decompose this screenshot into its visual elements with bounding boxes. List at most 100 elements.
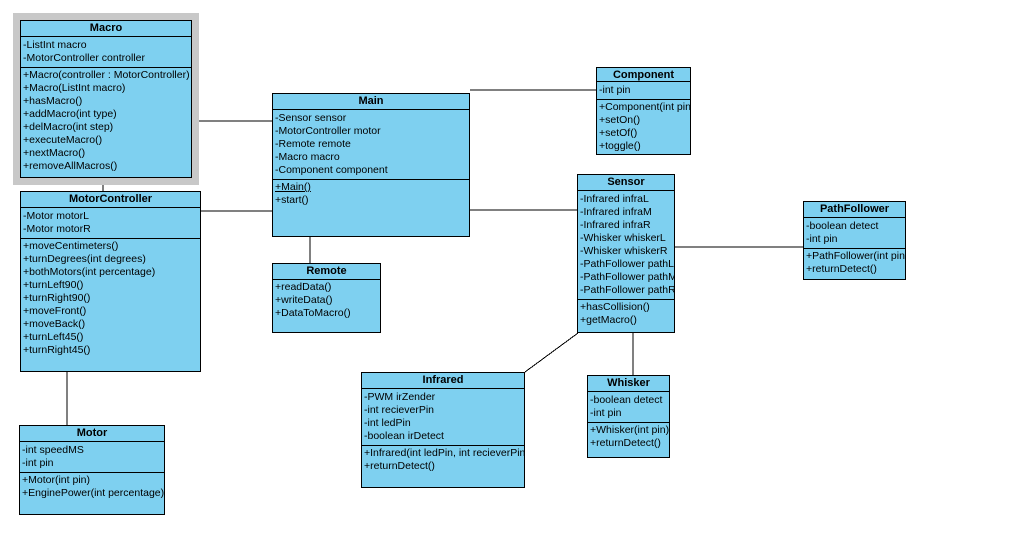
- method: +Component(int pin): [599, 101, 691, 113]
- class-motor-methods: +Motor(int pin) +EnginePower(int percent…: [20, 473, 164, 514]
- class-whisker-methods: +Whisker(int pin) +returnDetect(): [588, 423, 669, 457]
- class-sensor-title: Sensor: [578, 175, 674, 191]
- method: +setOf(): [599, 127, 638, 139]
- class-motorcontroller-attributes: -Motor motorL -Motor motorR: [21, 208, 200, 239]
- attribute: -Motor motorL: [23, 210, 89, 222]
- method: +hasCollision(): [580, 301, 650, 313]
- class-pathfollower-title: PathFollower: [804, 202, 905, 218]
- method: +returnDetect(): [364, 460, 435, 472]
- class-sensor-attributes: -Infrared infraL -Infrared infraM -Infra…: [578, 191, 674, 300]
- class-remote-methods: +readData() +writeData() +DataToMacro(): [273, 280, 380, 332]
- class-main-attributes: -Sensor sensor -MotorController motor -R…: [273, 110, 469, 180]
- method: +start(): [275, 194, 309, 206]
- class-remote-title: Remote: [273, 264, 380, 280]
- method: +DataToMacro(): [275, 307, 351, 319]
- method: +Infrared(int ledPin, int recieverPin): [364, 447, 525, 459]
- class-motor[interactable]: Motor -int speedMS -int pin +Motor(int p…: [19, 425, 165, 515]
- attribute: -MotorController motor: [275, 125, 381, 137]
- attribute: -PathFollower pathL: [580, 258, 674, 270]
- attribute: -Motor motorR: [23, 223, 91, 235]
- attribute: -Infrared infraM: [580, 206, 652, 218]
- class-macro[interactable]: Macro -ListInt macro -MotorController co…: [20, 20, 192, 178]
- class-macro-attributes: -ListInt macro -MotorController controll…: [21, 37, 191, 68]
- method: +returnDetect(): [806, 263, 877, 275]
- method: +Macro(controller : MotorController): [23, 69, 190, 81]
- method: +turnRight90(): [23, 292, 91, 304]
- class-infrared-methods: +Infrared(int ledPin, int recieverPin) +…: [362, 446, 524, 487]
- method: +toggle(): [599, 140, 641, 152]
- class-motorcontroller-title: MotorController: [21, 192, 200, 208]
- method: +hasMacro(): [23, 95, 83, 107]
- attribute: -Infrared infraR: [580, 219, 651, 231]
- attribute: -Infrared infraL: [580, 193, 649, 205]
- method: +removeAllMacros(): [23, 160, 118, 172]
- class-sensor-methods: +hasCollision() +getMacro(): [578, 300, 674, 332]
- class-infrared[interactable]: Infrared -PWM irZender -int recieverPin …: [361, 372, 525, 488]
- class-motorcontroller[interactable]: MotorController -Motor motorL -Motor mot…: [20, 191, 201, 372]
- method: +turnLeft90(): [23, 279, 84, 291]
- class-component-attributes: -int pin: [597, 82, 690, 100]
- class-component[interactable]: Component -int pin +Component(int pin) +…: [596, 67, 691, 155]
- attribute: -int recieverPin: [364, 404, 435, 416]
- attribute: -PWM irZender: [364, 391, 436, 403]
- method: +EnginePower(int percentage): [22, 487, 165, 499]
- class-motor-title: Motor: [20, 426, 164, 442]
- attribute: -Remote remote: [275, 138, 351, 150]
- method: +delMacro(int step): [23, 121, 114, 133]
- class-remote[interactable]: Remote +readData() +writeData() +DataToM…: [272, 263, 381, 333]
- method: +addMacro(int type): [23, 108, 117, 120]
- attribute: -Component component: [275, 164, 388, 176]
- attribute: -Whisker whiskerR: [580, 245, 668, 257]
- attribute: -Macro macro: [275, 151, 340, 163]
- class-motor-attributes: -int speedMS -int pin: [20, 442, 164, 473]
- method: +Macro(ListInt macro): [23, 82, 126, 94]
- method: +nextMacro(): [23, 147, 86, 159]
- method: +turnLeft45(): [23, 331, 84, 343]
- class-component-title: Component: [597, 68, 690, 82]
- method: +writeData(): [275, 294, 333, 306]
- attribute: -int pin: [590, 407, 622, 419]
- attribute: -MotorController controller: [23, 52, 145, 64]
- class-pathfollower-methods: +PathFollower(int pin) +returnDetect(): [804, 249, 905, 279]
- method: +setOn(): [599, 114, 641, 126]
- method: +bothMotors(int percentage): [23, 266, 156, 278]
- class-pathfollower[interactable]: PathFollower -boolean detect -int pin +P…: [803, 201, 906, 280]
- method: +getMacro(): [580, 314, 637, 326]
- method: +PathFollower(int pin): [806, 250, 906, 262]
- method: +moveBack(): [23, 318, 86, 330]
- class-macro-title: Macro: [21, 21, 191, 37]
- attribute: -int ledPin: [364, 417, 411, 429]
- attribute: -int pin: [599, 84, 631, 96]
- method: +turnRight45(): [23, 344, 91, 356]
- class-main-title: Main: [273, 94, 469, 110]
- class-infrared-attributes: -PWM irZender -int recieverPin -int ledP…: [362, 389, 524, 446]
- class-component-methods: +Component(int pin) +setOn() +setOf() +t…: [597, 100, 690, 154]
- attribute: -PathFollower pathR: [580, 284, 675, 296]
- method: +readData(): [275, 281, 332, 293]
- static-method: +Main(): [275, 181, 311, 193]
- connector-sensor-infrared[interactable]: [524, 332, 579, 373]
- attribute: -int speedMS: [22, 444, 84, 456]
- class-whisker-title: Whisker: [588, 376, 669, 392]
- attribute: -Sensor sensor: [275, 112, 347, 124]
- method: +turnDegrees(int degrees): [23, 253, 146, 265]
- attribute: -Whisker whiskerL: [580, 232, 666, 244]
- class-motorcontroller-methods: +moveCentimeters() +turnDegrees(int degr…: [21, 239, 200, 371]
- method: +Whisker(int pin): [590, 424, 670, 436]
- class-main[interactable]: Main -Sensor sensor -MotorController mot…: [272, 93, 470, 237]
- class-main-methods: +Main() +start(): [273, 180, 469, 236]
- method: +moveCentimeters(): [23, 240, 119, 252]
- class-sensor[interactable]: Sensor -Infrared infraL -Infrared infraM…: [577, 174, 675, 333]
- method: +Motor(int pin): [22, 474, 90, 486]
- attribute: -int pin: [806, 233, 838, 245]
- class-macro-methods: +Macro(controller : MotorController) +Ma…: [21, 68, 191, 177]
- class-pathfollower-attributes: -boolean detect -int pin: [804, 218, 905, 249]
- attribute: -ListInt macro: [23, 39, 87, 51]
- class-whisker[interactable]: Whisker -boolean detect -int pin +Whiske…: [587, 375, 670, 458]
- attribute: -boolean detect: [806, 220, 879, 232]
- class-whisker-attributes: -boolean detect -int pin: [588, 392, 669, 423]
- method: +returnDetect(): [590, 437, 661, 449]
- attribute: -PathFollower pathM: [580, 271, 675, 283]
